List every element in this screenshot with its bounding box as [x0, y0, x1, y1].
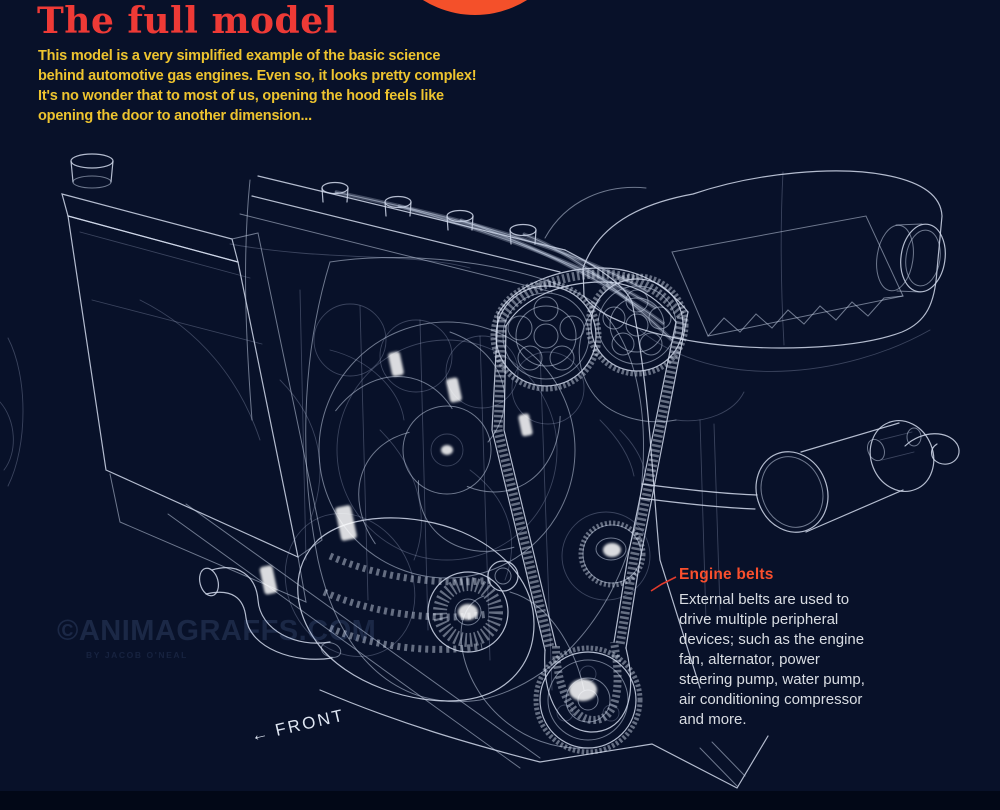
engine-belts-annotation: Engine belts External belts are used to …	[679, 566, 865, 730]
engine-block	[0, 175, 769, 789]
tensioner-pulley	[561, 511, 651, 601]
air-filter-box	[229, 170, 946, 423]
cam-sprocket-left	[490, 280, 602, 392]
intro-text: This model is a very simplified example …	[38, 48, 477, 124]
front-arrow-icon: ←	[248, 723, 270, 746]
cam-sprocket-right	[585, 273, 689, 377]
radiator	[61, 153, 541, 769]
annotation-leader-line	[650, 576, 677, 592]
spark-plug-wires	[321, 181, 674, 342]
lit-highlights	[259, 351, 621, 701]
alternator	[284, 513, 535, 702]
radiator-hose	[198, 567, 342, 660]
page-title: The full model	[37, 0, 338, 42]
section-divider	[0, 791, 1000, 810]
annotation-body: External belts are used to drive multipl…	[679, 591, 865, 728]
fan-shroud	[305, 256, 644, 703]
annotation-heading: Engine belts	[679, 566, 774, 583]
exhaust-muffler	[599, 419, 960, 533]
